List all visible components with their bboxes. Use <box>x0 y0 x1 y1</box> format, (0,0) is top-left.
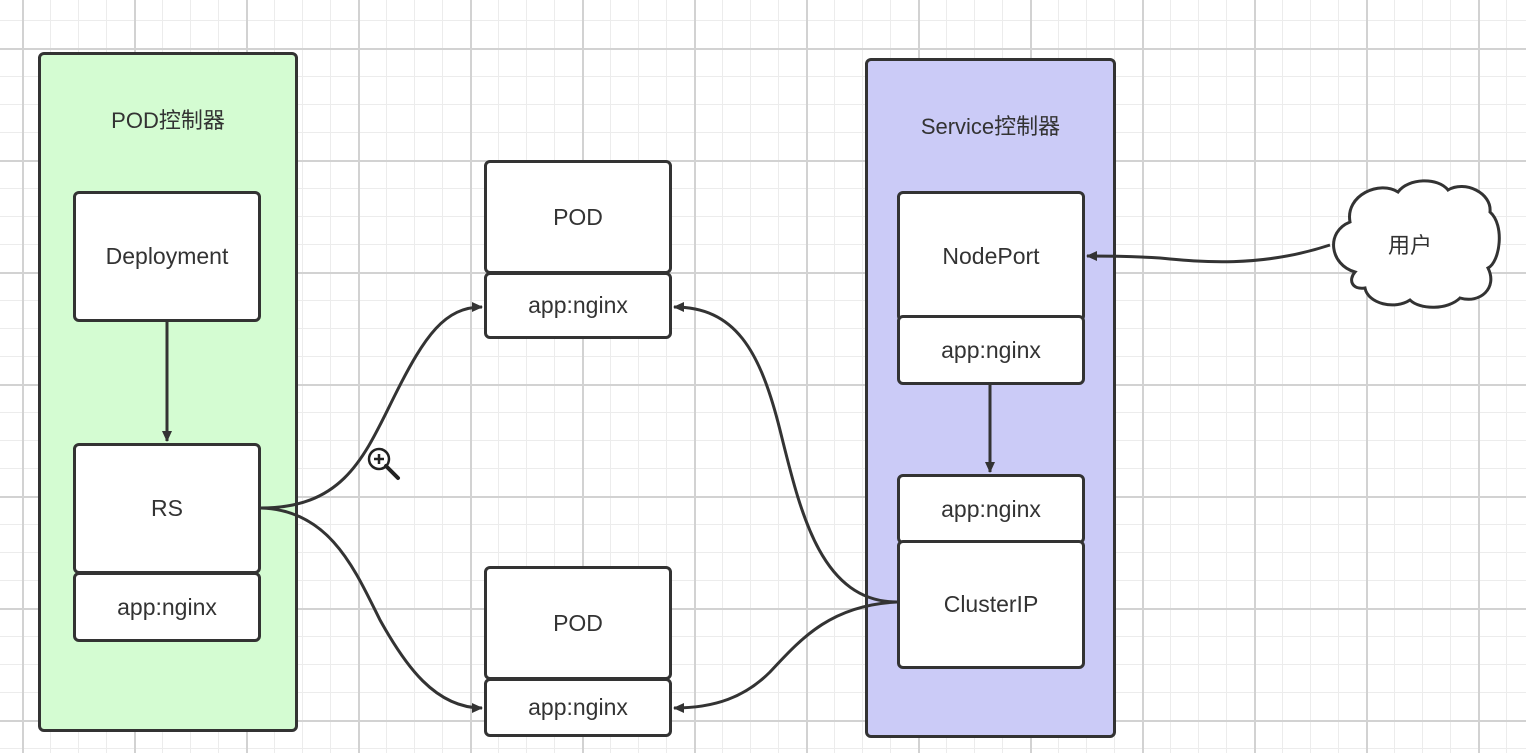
service-controller-title: Service控制器 <box>920 114 1061 139</box>
nodeport-node[interactable]: NodePort <box>897 191 1085 322</box>
pod-controller-title: POD控制器 <box>111 108 225 133</box>
pod-label-node-2[interactable]: app:nginx <box>484 678 672 737</box>
nodeport-label-node[interactable]: app:nginx <box>897 315 1085 385</box>
clusterip-node[interactable]: ClusterIP <box>897 540 1085 669</box>
rs-label-node[interactable]: app:nginx <box>73 572 261 642</box>
pod-node-1[interactable]: POD <box>484 160 672 274</box>
edge-clusterip-pod1 <box>673 302 898 604</box>
zoom-in-cursor-icon <box>367 447 400 480</box>
deployment-node[interactable]: Deployment <box>73 191 261 322</box>
rs-node[interactable]: RS <box>73 443 261 574</box>
edge-user-nodeport <box>1086 243 1331 264</box>
clusterip-label-node[interactable]: app:nginx <box>897 474 1085 544</box>
user-cloud-label: 用户 <box>1387 233 1432 258</box>
pod-label-node-1[interactable]: app:nginx <box>484 272 672 339</box>
edge-clusterip-pod2 <box>673 600 898 713</box>
pod-node-2[interactable]: POD <box>484 566 672 680</box>
